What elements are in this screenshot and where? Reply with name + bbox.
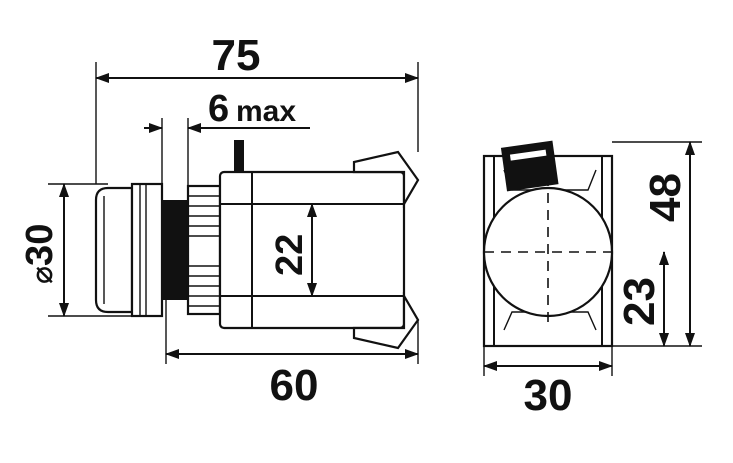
dim-center-height: 23	[615, 251, 669, 347]
diameter-symbol: ⌀	[26, 266, 59, 284]
dim-body-length: 60	[165, 300, 419, 410]
dim-max-label: max	[236, 95, 296, 128]
dim-6-label: 6	[208, 88, 229, 130]
dim-diameter-label: ⌀30	[19, 224, 61, 284]
dim-side-height: 48	[612, 141, 702, 347]
rear-view: 48 23 30	[482, 140, 702, 420]
dim-48-label: 48	[641, 173, 690, 222]
dim-23-label: 23	[615, 277, 664, 326]
dim-mount-thickness: 6 max	[144, 88, 310, 200]
dim-overall-length: 75	[95, 31, 419, 184]
panel-band	[162, 200, 188, 300]
dim-75-label: 75	[212, 31, 261, 80]
rear-clip-top	[352, 150, 420, 209]
diameter-value: 30	[19, 224, 61, 266]
bezel-ring	[130, 182, 164, 318]
thread-lines	[188, 195, 220, 307]
dim-diameter: ⌀30	[19, 183, 132, 317]
rear-tab	[500, 140, 559, 192]
dim-body-height: 22	[269, 203, 317, 297]
dim-60-label: 60	[270, 361, 319, 410]
dim-30-width-label: 30	[524, 371, 573, 420]
dim-side-width: 30	[483, 346, 613, 420]
lens-cap	[94, 186, 134, 314]
threaded-collar	[186, 184, 222, 316]
locking-tab	[234, 140, 244, 172]
dim-22-label: 22	[269, 234, 311, 276]
front-view: 75 6 max ⌀30 22	[19, 31, 420, 410]
